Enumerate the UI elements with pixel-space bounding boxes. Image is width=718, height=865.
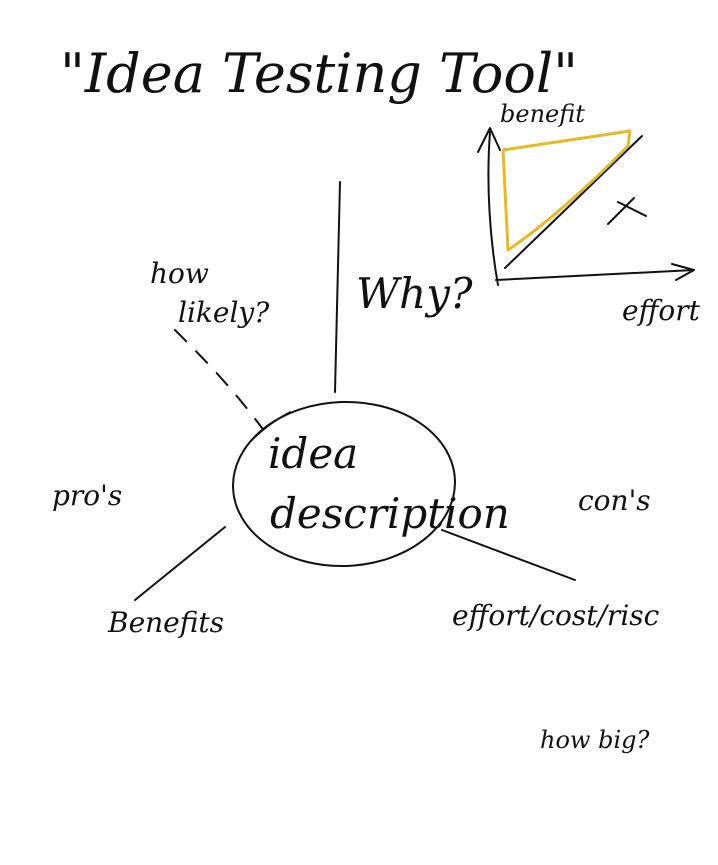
idea-ellipse: [232, 400, 456, 568]
how-likely-label-line2: likely?: [178, 296, 270, 329]
graph-x-arrowhead: [671, 263, 695, 281]
graph-x-mark-stroke-2: [617, 201, 647, 217]
cons-label: con's: [578, 484, 651, 517]
graph-x-axis-label: effort: [622, 294, 701, 327]
graph-x-mark-stroke-1: [607, 197, 635, 225]
pros-label: pro's: [52, 479, 122, 512]
page-title: "Idea Testing Tool": [60, 42, 578, 105]
ellipse-start-hook: [251, 411, 291, 441]
effort-cost-risk-label: effort/cost/risc: [452, 599, 660, 632]
graph-y-arrowhead: [477, 127, 501, 153]
graph-highlight-triangle: [501, 129, 632, 252]
graph-x-axis: [495, 269, 695, 281]
benefits-label: Benefits: [107, 606, 224, 639]
why-connector-line: [334, 181, 341, 393]
effort-connector-line: [441, 529, 576, 581]
why-label: Why?: [356, 269, 473, 318]
description-label: description: [270, 489, 510, 538]
graph-diagonal-line: [504, 135, 643, 269]
benefit-effort-graph: benefit effort: [477, 100, 701, 327]
graph-y-axis-label: benefit: [500, 100, 585, 128]
graph-y-axis: [487, 131, 499, 286]
how-likely-label-line1: how: [150, 257, 209, 290]
idea-label: idea: [268, 429, 358, 478]
benefits-connector-line: [134, 526, 226, 601]
how-big-label: how big?: [540, 726, 649, 754]
how-likely-connector-line: [174, 329, 263, 429]
